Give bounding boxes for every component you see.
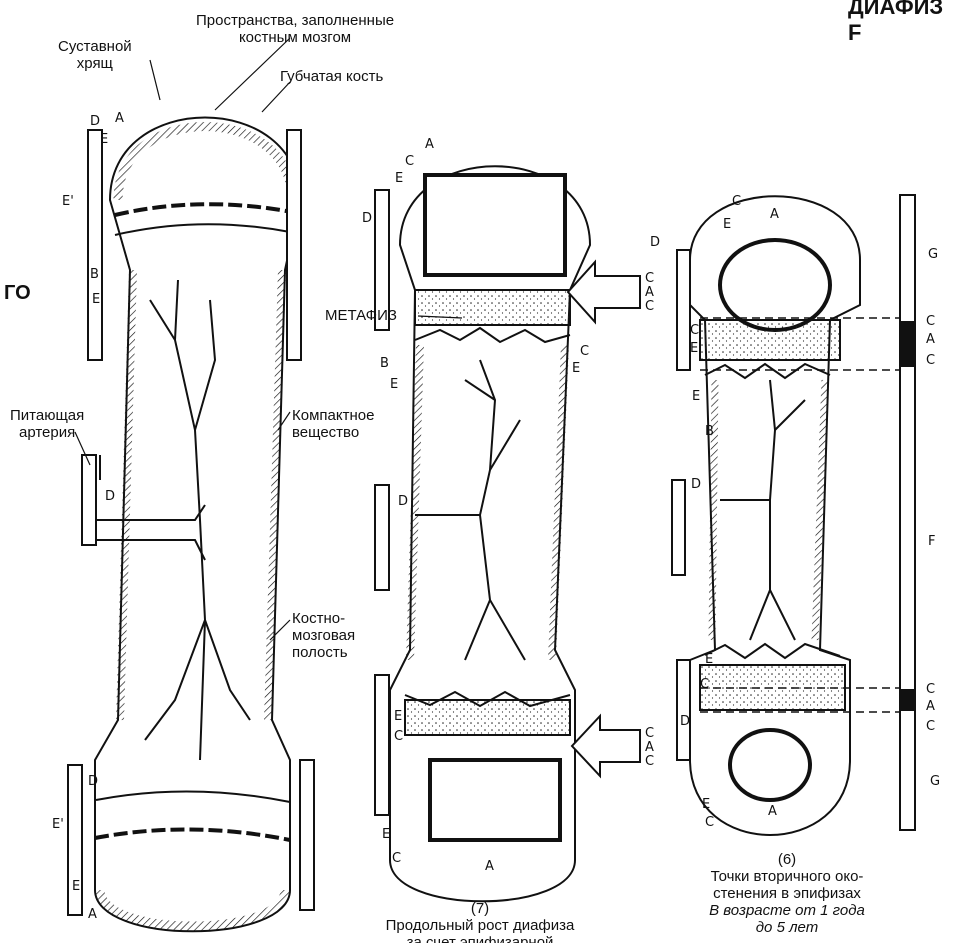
marker-a: A	[115, 111, 124, 126]
marker-c: C	[405, 154, 414, 169]
marker-c: C	[394, 729, 403, 744]
marker-e: E	[723, 217, 731, 232]
marker-d: D	[105, 489, 115, 504]
figure-young-bone	[672, 195, 915, 835]
marker-e: E	[92, 292, 100, 307]
marker-c: C	[705, 815, 714, 830]
marker-a: A	[770, 207, 779, 222]
marker-c: C	[645, 726, 654, 741]
marker-d: D	[90, 114, 100, 129]
caption-fig7: (7) Продольный рост диафиза за счет эпиф…	[360, 900, 600, 943]
marker-c: C	[926, 314, 935, 329]
label-articular-cartilage: Суставной хрящ	[58, 38, 132, 72]
marker-a: A	[926, 699, 935, 714]
marker-c: C	[392, 851, 401, 866]
marker-a: A	[645, 740, 654, 755]
marker-c: C	[645, 754, 654, 769]
label-marrow-spaces: Пространства, заполненные костным мозгом	[196, 12, 394, 46]
marker-d: D	[362, 211, 372, 226]
corner-title: ДИАФИЗ F	[848, 0, 961, 46]
left-edge-fragment: ГО	[4, 282, 31, 305]
marker-e: E	[382, 827, 390, 842]
marker-e-prime: E'	[62, 194, 74, 209]
young-bottom-ossification-center	[730, 730, 810, 800]
caption-fig6-line3: В возрасте от 1 года	[672, 902, 902, 919]
marker-c: C	[926, 353, 935, 368]
marker-c: C	[926, 719, 935, 734]
marker-c: C	[732, 194, 741, 209]
caption-fig6-line4: до 5 лет	[672, 919, 902, 936]
young-top-growth-plate	[700, 320, 840, 360]
marker-a: A	[425, 137, 434, 152]
marker-a: A	[768, 804, 777, 819]
marker-a: A	[645, 285, 654, 300]
marker-a: A	[485, 859, 494, 874]
label-nutrient-artery: Питающая артерия	[10, 407, 84, 441]
label-metaphysis: МЕТАФИЗ	[325, 307, 397, 324]
young-top-ossification-center	[720, 240, 830, 330]
marker-e: E	[394, 709, 402, 724]
growth-arrow-bottom	[572, 716, 640, 776]
marker-c: C	[926, 682, 935, 697]
growing-top-epiphysis-center	[425, 175, 565, 275]
caption-fig7-line1: Продольный рост диафиза	[360, 917, 600, 934]
young-compact-wall-left	[712, 380, 715, 640]
marker-d: D	[650, 235, 660, 250]
marker-g: G	[928, 247, 938, 262]
growing-top-growth-plate	[415, 290, 570, 325]
marker-c: C	[700, 677, 709, 692]
figure-growing-bone	[375, 166, 640, 901]
marker-c: C	[645, 271, 654, 286]
label-compact-bone: Компактное вещество	[292, 407, 374, 441]
marker-a: A	[88, 907, 97, 922]
caption-fig6-line2: стенения в эпифизах	[672, 885, 902, 902]
marker-e: E	[692, 389, 700, 404]
marker-e: E	[72, 879, 80, 894]
marker-g: G	[930, 774, 940, 789]
marker-e-prime: E'	[52, 817, 64, 832]
scale-bar	[900, 195, 915, 830]
caption-fig7-line2: за счет эпифизарной	[360, 934, 600, 943]
marker-d: D	[691, 477, 701, 492]
caption-fig6-number: (6)	[672, 851, 902, 868]
marker-e: E	[390, 377, 398, 392]
marker-e: E	[395, 171, 403, 186]
marker-e: E	[690, 341, 698, 356]
figure-mature-long-bone	[68, 118, 314, 932]
label-marrow-cavity: Костно- мозговая полость	[292, 610, 355, 661]
marker-e: E	[702, 797, 710, 812]
marker-a: A	[926, 332, 935, 347]
marker-b: B	[705, 424, 714, 439]
marker-c: C	[690, 323, 699, 338]
marker-c: C	[645, 299, 654, 314]
caption-fig6: (6) Точки вторичного око- стенения в эпи…	[672, 851, 902, 936]
label-spongy-bone: Губчатая кость	[280, 68, 383, 85]
marker-d: D	[680, 714, 690, 729]
marker-e: E	[100, 132, 108, 147]
marker-d: D	[88, 774, 98, 789]
growing-bottom-epiphysis-center	[430, 760, 560, 840]
marker-e: E	[705, 652, 713, 667]
marker-b: B	[380, 356, 389, 371]
marker-d: D	[398, 494, 408, 509]
marker-b: B	[90, 267, 99, 282]
caption-fig7-number: (7)	[360, 900, 600, 917]
marker-f: F	[928, 534, 935, 549]
marker-c: C	[580, 344, 589, 359]
marker-e: E	[572, 361, 580, 376]
caption-fig6-line1: Точки вторичного око-	[672, 868, 902, 885]
